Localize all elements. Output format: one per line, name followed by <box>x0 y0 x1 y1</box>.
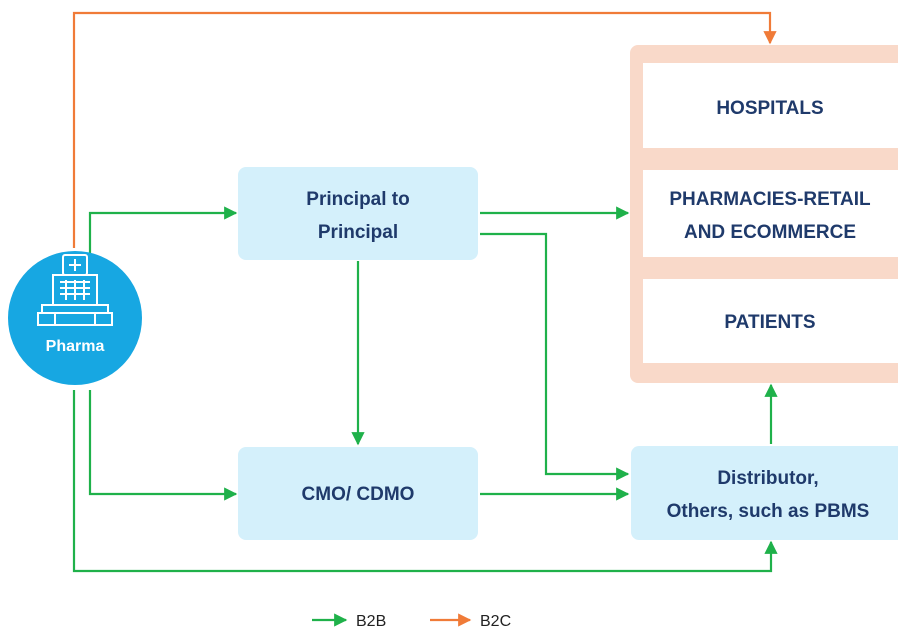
cmo-label: CMO/ CDMO <box>302 484 415 505</box>
legend: B2B B2C <box>312 613 511 630</box>
principal-label-line2: Principal <box>318 222 398 243</box>
distributor-label-line1: Distributor, <box>717 468 818 489</box>
patients-cell <box>643 279 898 363</box>
b2b-arrow-pharma-to-distributor <box>72 390 778 573</box>
b2c-arrow-pharma-to-hospitals <box>72 11 777 248</box>
hospitals-cell <box>643 63 898 148</box>
b2b-arrow-pharma-to-cmo <box>88 390 238 501</box>
pharmacies-cell <box>643 170 898 257</box>
pharmacies-label-line1: PHARMACIES-RETAIL <box>669 189 871 210</box>
patients-label: PATIENTS <box>724 312 815 333</box>
hospital-building-icon <box>37 254 113 326</box>
b2b-arrow-pharma-to-principal <box>88 206 238 260</box>
principal-box <box>238 167 478 260</box>
cmo-box <box>238 447 478 540</box>
pharmacies-label-line2: AND ECOMMERCE <box>684 222 856 243</box>
distributor-label-line2: Others, such as PBMS <box>667 501 870 522</box>
hospitals-label: HOSPITALS <box>716 98 823 119</box>
principal-label-line1: Principal to <box>306 189 409 210</box>
pharma-label: Pharma <box>46 338 105 355</box>
b2b-arrow-principal-to-distributor <box>480 232 630 481</box>
legend-b2b-label: B2B <box>356 613 386 630</box>
legend-b2c-label: B2C <box>480 613 511 630</box>
distributor-box <box>631 446 898 540</box>
pharma-node: Pharma <box>8 251 142 385</box>
